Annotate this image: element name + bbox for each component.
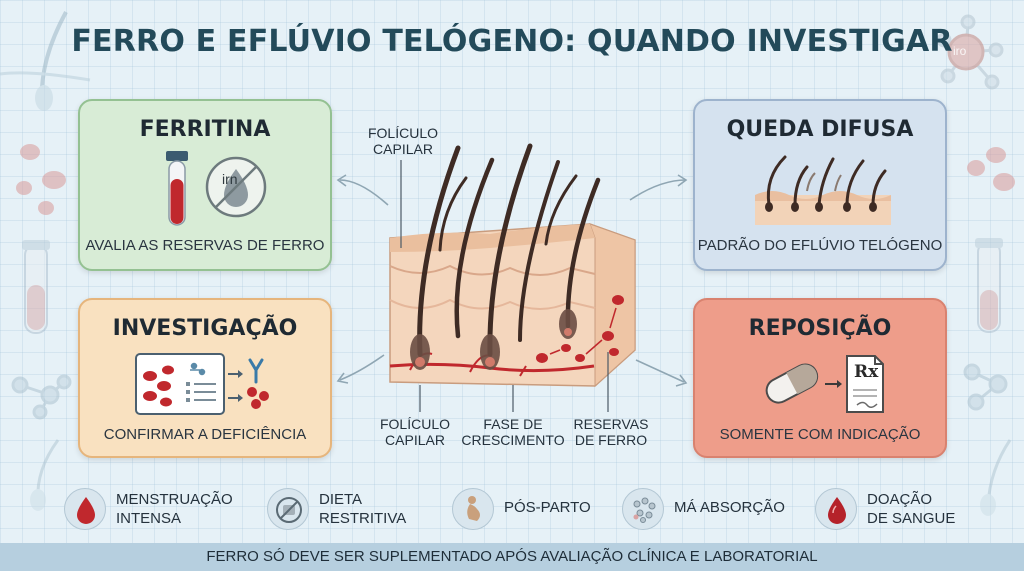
factor-line: INTENSA xyxy=(116,510,182,527)
page-title: FERRO E EFLÚVIO TELÓGENO: QUANDO INVESTI… xyxy=(71,24,953,59)
factor-icon-circle xyxy=(452,488,494,530)
label-fase-de-crescimento: FASE DE CRESCIMENTO xyxy=(458,416,568,448)
decor-molecule-right-icon xyxy=(963,363,1008,411)
factor-icon-circle xyxy=(267,488,309,530)
label-line: CAPILAR xyxy=(385,432,445,448)
card-ferritina-title: FERRITINA xyxy=(139,117,271,142)
card-ferritina: FERRITINA irn AVALIA AS RESERVAS DE FERR… xyxy=(78,99,332,271)
factor-label: MENSTRUAÇÃO INTENSA xyxy=(116,490,233,528)
pregnancy-icon xyxy=(467,496,480,521)
factor-label: PÓS-PARTO xyxy=(504,498,591,517)
label-line: CRESCIMENTO xyxy=(461,432,565,448)
factor-menstruacao-intensa: MENSTRUAÇÃO INTENSA xyxy=(64,486,244,532)
decor-iron-label: iro xyxy=(953,44,967,58)
card-investigacao-title: INVESTIGAÇÃO xyxy=(112,316,298,341)
card-ferritina-desc: AVALIA AS RESERVAS DE FERRO xyxy=(85,237,325,254)
absorption-icon xyxy=(633,497,656,523)
decor-test-tube-right-icon xyxy=(975,238,1003,333)
factor-line: DOAÇÃO xyxy=(867,491,933,508)
decor-hair-right-icon xyxy=(980,439,1012,516)
factor-label: DOAÇÃO DE SANGUE xyxy=(867,490,955,528)
card-reposicao-desc: SOMENTE COM INDICAÇÃO xyxy=(719,426,921,443)
factor-doacao-de-sangue: DOAÇÃO DE SANGUE xyxy=(815,486,965,532)
factor-icon-circle xyxy=(64,488,106,530)
blood-drop-icon xyxy=(77,497,95,524)
label-reservas-de-ferro: RESERVAS DE FERRO xyxy=(566,416,656,448)
factor-line: MENSTRUAÇÃO xyxy=(116,491,233,508)
lab-analysis-icon xyxy=(135,353,269,415)
decor-molecule-icon xyxy=(11,374,72,420)
footer-banner: FERRO SÓ DEVE SER SUPLEMENTADO APÓS AVAL… xyxy=(0,543,1024,571)
card-reposicao: REPOSIÇÃO Rx SOMENTE COM INDICAÇÃO xyxy=(693,298,947,458)
factor-pos-parto: PÓS-PARTO xyxy=(452,486,602,532)
rx-symbol-label: Rx xyxy=(854,362,879,382)
decor-blood-cells-icon xyxy=(16,144,66,215)
decor-blood-cells-right-icon xyxy=(967,147,1015,191)
label-foliculo-capilar: FOLÍCULO CAPILAR xyxy=(370,416,460,448)
pill-prescription-icon xyxy=(765,355,884,413)
factor-line: DIETA xyxy=(319,491,363,508)
label-line: DE FERRO xyxy=(574,432,648,448)
card-investigacao: INVESTIGAÇÃO CONFIRMAR A DEFICIÊNCIA xyxy=(78,298,332,458)
scalp-cross-section-diagram xyxy=(389,143,636,388)
factor-dieta-restritiva: DIETA RESTRITIVA xyxy=(267,486,427,532)
factor-icon-circle xyxy=(622,488,664,530)
factor-line: PÓS-PARTO xyxy=(504,499,591,516)
card-investigacao-desc: CONFIRMAR A DEFICIÊNCIA xyxy=(103,426,307,443)
card-reposicao-title: REPOSIÇÃO xyxy=(748,316,892,341)
connector-arrows xyxy=(336,174,688,387)
label-line: FOLÍCULO xyxy=(367,125,438,141)
decor-iron-molecule-icon xyxy=(936,14,1004,90)
factor-ma-absorcao: MÁ ABSORÇÃO xyxy=(622,486,797,532)
factor-icon-circle xyxy=(815,488,857,530)
decor-test-tube-icon xyxy=(22,240,50,334)
factor-line: RESTRITIVA xyxy=(319,510,407,527)
factor-line: DE SANGUE xyxy=(867,510,956,527)
decor-hair-follicle-icon xyxy=(0,11,91,111)
label-line: RESERVAS xyxy=(573,416,649,432)
iron-restriction-icon xyxy=(205,156,267,218)
diffuse-hair-loss-icon xyxy=(755,155,891,225)
factor-label: DIETA RESTRITIVA xyxy=(319,490,406,528)
no-meat-icon xyxy=(276,497,302,523)
card-queda-desc: PADRÃO DO EFLÚVIO TELÓGENO xyxy=(697,237,943,254)
card-queda-difusa: QUEDA DIFUSA PADRÃO DO EFLÚVIO TELÓGENO xyxy=(693,99,947,271)
blood-donation-drop-icon xyxy=(828,497,846,524)
label-foliculo-capilar-top: FOLÍCULO CAPILAR xyxy=(358,125,448,157)
blood-test-tube-icon xyxy=(166,151,188,226)
label-line: FASE DE xyxy=(483,416,543,432)
iron-icon-label: irn xyxy=(222,171,238,187)
label-line: FOLÍCULO xyxy=(379,416,450,432)
card-queda-title: QUEDA DIFUSA xyxy=(726,117,914,142)
factor-line: MÁ ABSORÇÃO xyxy=(674,499,785,516)
factor-label: MÁ ABSORÇÃO xyxy=(674,498,785,517)
decor-hair-icon xyxy=(30,439,60,511)
label-line: CAPILAR xyxy=(373,141,433,157)
